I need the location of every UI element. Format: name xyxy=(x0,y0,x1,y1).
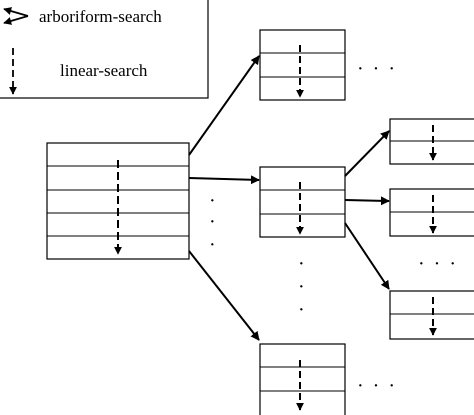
ellipsis-mid-right: · · · xyxy=(418,253,458,275)
svg-text:·: · xyxy=(209,190,216,212)
grandchild-node-1 xyxy=(389,118,474,165)
legend-tree-label: arboriform-search xyxy=(39,7,162,26)
svg-text:·: · xyxy=(298,276,305,298)
legend-frame xyxy=(0,0,209,99)
tree-search-arrow xyxy=(188,175,260,185)
root-node xyxy=(46,142,190,260)
tree-search-icon xyxy=(3,7,29,25)
tree-search-arrow xyxy=(344,130,390,177)
ellipsis-top-right: · · · xyxy=(357,58,397,80)
legend-linear-label: linear-search xyxy=(60,61,148,80)
tree-arrows xyxy=(188,55,390,341)
svg-text:·: · xyxy=(209,211,216,233)
grandchild-node-2 xyxy=(389,188,474,237)
tree-search-arrow xyxy=(188,55,260,156)
vertical-ellipsis-left: · · · xyxy=(209,190,216,256)
tree-search-arrow xyxy=(344,222,390,290)
svg-text:·: · xyxy=(298,253,305,275)
child-node-top xyxy=(259,29,346,101)
svg-text:·: · xyxy=(209,234,216,256)
tree-search-arrow xyxy=(344,196,390,206)
legend: arboriform-search linear-search xyxy=(0,0,209,99)
svg-text:·: · xyxy=(298,299,305,321)
child-node-middle xyxy=(259,166,346,238)
grandchild-node-3 xyxy=(389,290,474,340)
vertical-ellipsis-center: · · · xyxy=(298,253,305,321)
child-node-bottom xyxy=(259,343,346,415)
tree-search-arrow xyxy=(188,250,260,341)
ellipsis-bottom-right: · · · xyxy=(357,375,397,397)
